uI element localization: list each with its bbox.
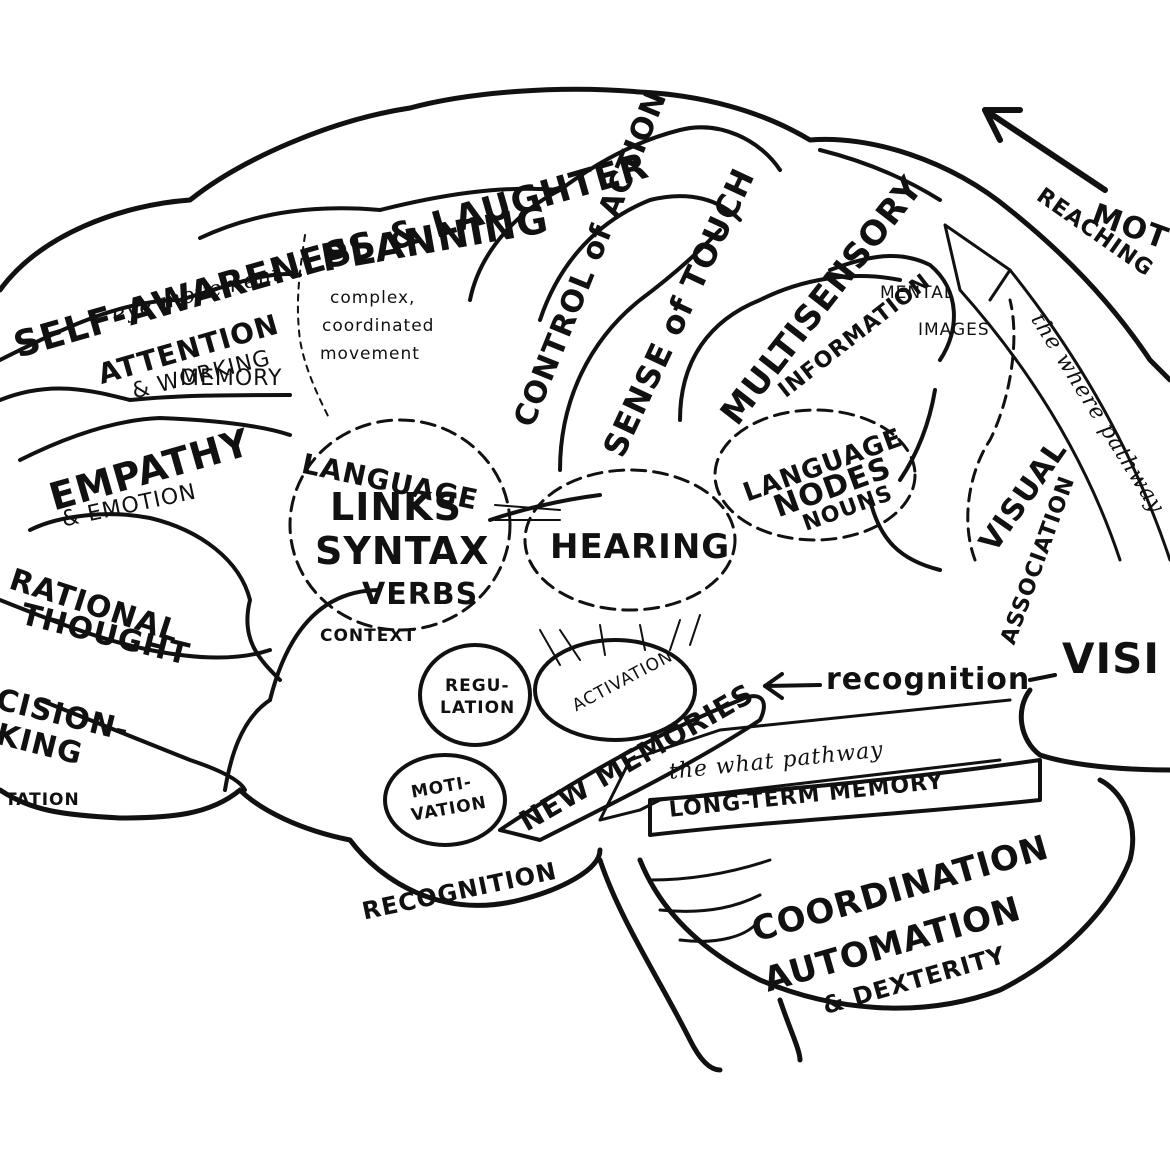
label-planning-sub2: coordinated	[322, 318, 434, 335]
label-lation: LATION	[440, 700, 515, 717]
label-hearing: HEARING	[550, 530, 730, 564]
label-syntax: SYNTAX	[315, 532, 489, 570]
label-context: CONTEXT	[320, 628, 416, 645]
label-memory: MEMORY	[180, 368, 283, 390]
label-recognition-arrow: recognition	[826, 665, 1030, 695]
label-vision: VISI	[1062, 638, 1160, 680]
connection-fibers	[495, 505, 560, 520]
label-regu: REGU-	[445, 678, 510, 695]
brainstem-outline	[600, 860, 720, 1070]
label-planning-sub3: movement	[320, 346, 420, 363]
label-verbs: VERBS	[362, 580, 478, 610]
gyrus-line	[870, 500, 940, 570]
label-planning-sub1: complex,	[330, 290, 415, 307]
motor-reaching-arrow	[985, 110, 1105, 190]
cerebellum-fold	[660, 895, 760, 911]
recognition-arrow-line	[765, 685, 820, 686]
label-links: LINKS	[330, 488, 462, 526]
label-images: IMAGES	[918, 322, 990, 339]
vision-dash	[1030, 675, 1055, 680]
cerebellum-fold	[650, 860, 770, 880]
gyrus-line	[900, 390, 935, 480]
label-mental: MENTAL	[880, 285, 954, 302]
label-tation: TATION	[5, 792, 80, 809]
brainstem-outline	[780, 1000, 800, 1060]
